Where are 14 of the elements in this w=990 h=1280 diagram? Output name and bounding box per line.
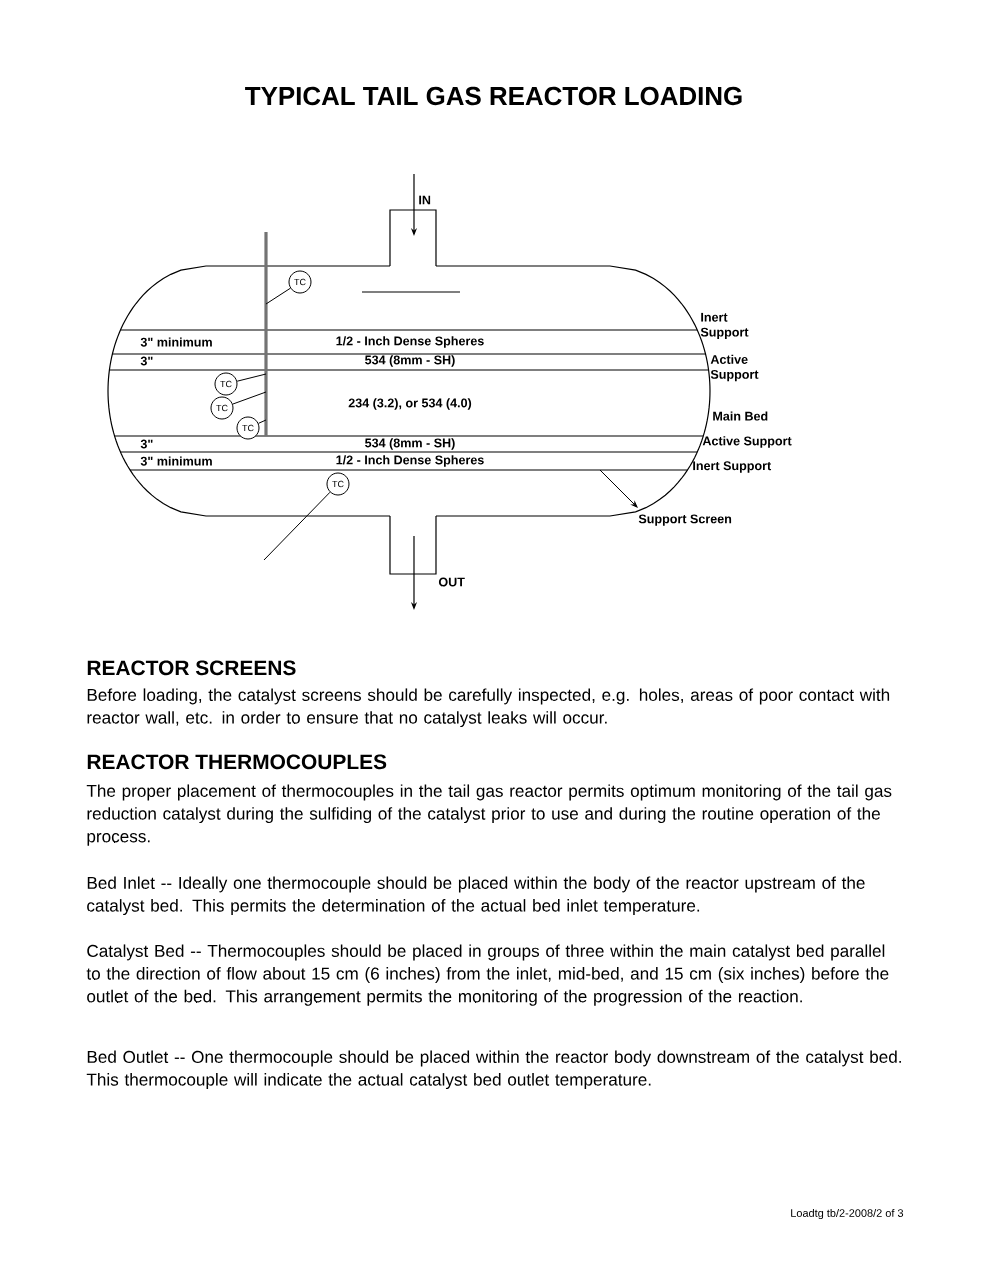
leader-line (265, 287, 291, 305)
section-heading: REACTOR SCREENS (87, 660, 296, 676)
leader-line (258, 419, 267, 424)
paragraph: Before loading, the catalyst screens should be carefully inspected, e.g. holes, areas of poor contact with reactor wall, etc. in order to ensure that no catalyst leaks will occur. (87, 688, 890, 728)
title: TYPICAL TAIL GAS REACTOR LOADING (245, 86, 742, 106)
paragraph: Bed Inlet -- Ideally one thermocouple should be placed within the body of the reactor upstream of the catalyst bed. This permits the determination of the actual bed inlet temperature. (87, 876, 865, 916)
paragraph: The proper placement of thermocouples in the tail gas reactor permits optimum monitoring of the tail gas reduction catalyst during the sulfiding of the catalyst prior to use and during the routine operation of the process. (86, 784, 892, 846)
paragraph: Catalyst Bed -- Thermocouples should be placed in groups of three within the main catalyst bed parallel to the direction of flow about 15 cm (6 inches) from the inlet, mid-bed, and 15 cm (six inches) before the outlet of the bed. This arrangement permits the monitoring of the progression of the reaction. (86, 944, 889, 1006)
paragraph: Bed Outlet -- One thermocouple should be placed within the reactor body downstream of the catalyst bed. This thermocouple will indicate the actual catalyst bed outlet temperature. (86, 1050, 901, 1090)
section-heading: REACTOR THERMOCOUPLES (87, 754, 387, 770)
leader-line (236, 373, 267, 382)
leader-line (232, 391, 267, 405)
leader-line (599, 469, 638, 508)
leader-line (263, 491, 331, 561)
